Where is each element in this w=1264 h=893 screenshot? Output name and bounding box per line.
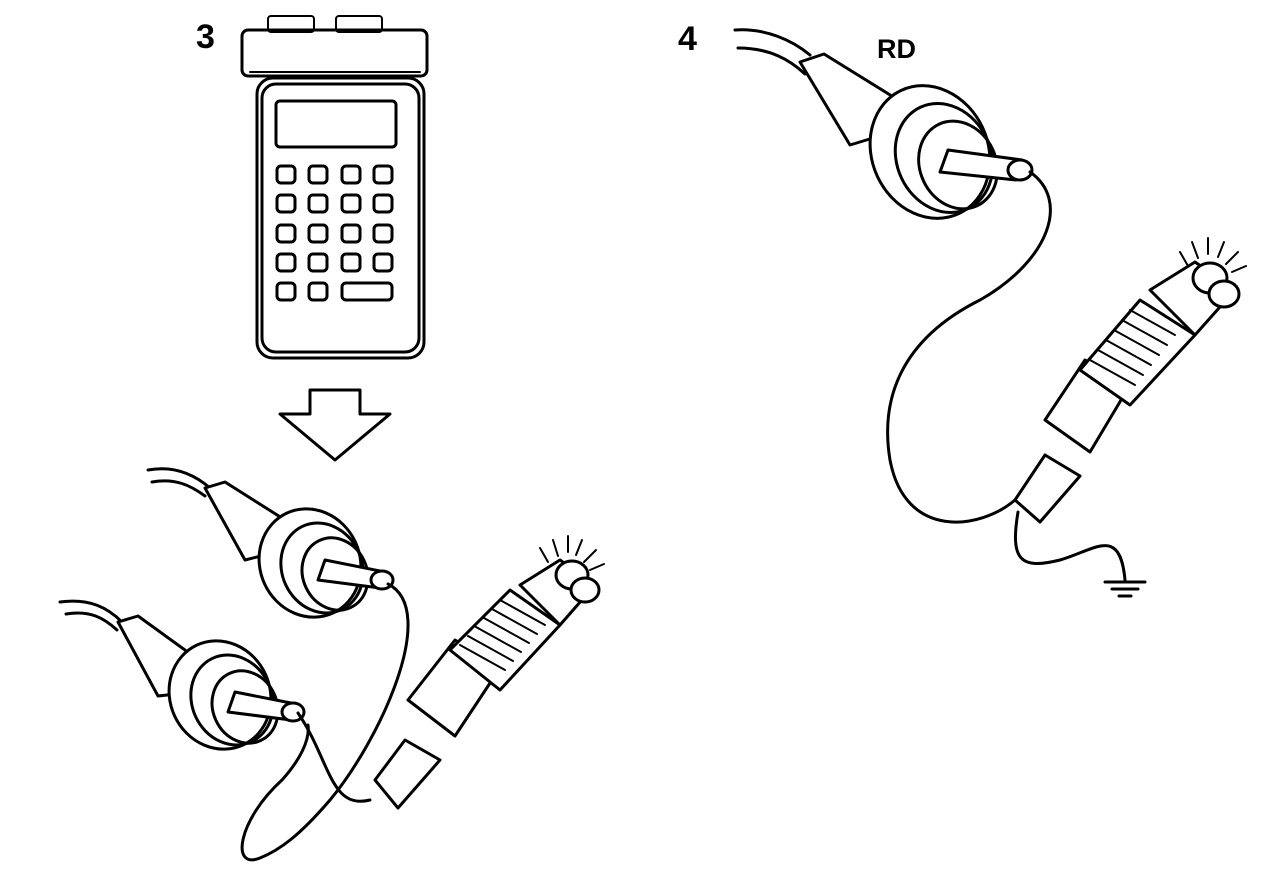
wire-color-label: RD	[877, 34, 916, 64]
scan-tool-icon	[240, 15, 429, 360]
connector-upper	[146, 467, 395, 619]
test-light-step4-icon	[886, 170, 1247, 582]
keypad	[275, 164, 394, 302]
step-number-3: 3	[196, 18, 215, 56]
connector-lower	[58, 599, 306, 751]
step-number-4: 4	[678, 20, 697, 58]
ground-symbol-icon	[1103, 580, 1147, 598]
down-arrow-icon	[278, 388, 392, 462]
connector-step4	[733, 28, 1034, 220]
test-light-icon	[240, 535, 605, 862]
